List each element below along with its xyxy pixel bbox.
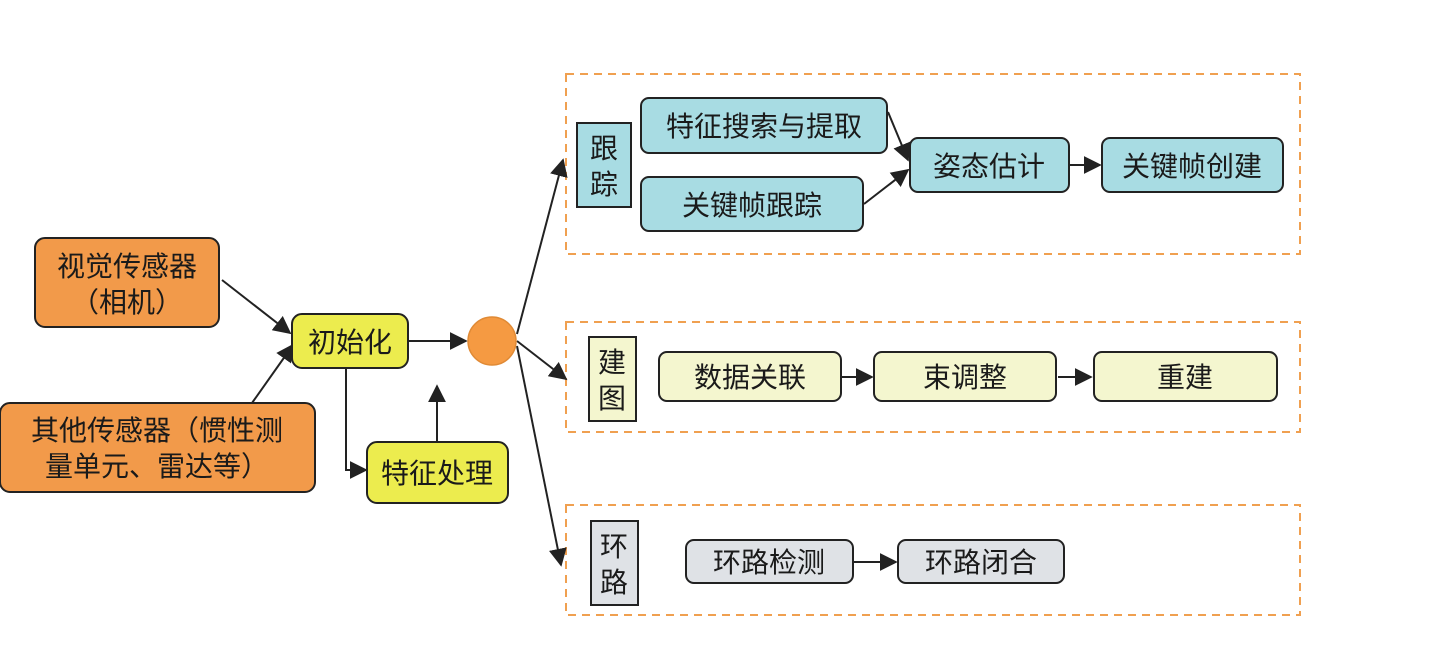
loop-detection-label: 环路检测 [713, 546, 825, 579]
visual-sensor-line1: 视觉传感器 [57, 250, 197, 283]
tracking-label-line2: 踪 [590, 168, 618, 201]
feature-search-label: 特征搜索与提取 [666, 110, 862, 143]
keyframe-creation-label: 关键帧创建 [1122, 150, 1262, 183]
init-node: 初始化 [291, 313, 409, 369]
arrow-visual-to-init [221, 279, 292, 335]
data-association-node: 数据关联 [658, 351, 842, 402]
keyframe-creation-node: 关键帧创建 [1101, 137, 1284, 193]
bundle-adjustment-label: 束调整 [923, 361, 1007, 394]
loop-label-line2: 路 [600, 566, 628, 599]
init-label: 初始化 [308, 326, 392, 359]
arrow-keyframe-tracking-to-pose [863, 168, 910, 205]
data-association-label: 数据关联 [694, 361, 806, 394]
loop-closure-label: 环路闭合 [925, 546, 1037, 579]
loop-detection-node: 环路检测 [685, 539, 854, 584]
pose-estimation-node: 姿态估计 [909, 137, 1070, 193]
reconstruction-label: 重建 [1157, 361, 1213, 394]
loop-section-border [565, 504, 1301, 616]
bundle-adjustment-node: 束调整 [873, 351, 1057, 402]
reconstruction-node: 重建 [1093, 351, 1278, 402]
connectors [221, 111, 1102, 571]
loop-section-label: 环 路 [590, 520, 639, 606]
feature-processing-label: 特征处理 [381, 457, 493, 490]
mapping-label-line2: 图 [598, 382, 626, 415]
arrow-hub-to-tracking [516, 158, 568, 335]
feature-search-node: 特征搜索与提取 [640, 97, 888, 154]
other-sensor-line1: 其他传感器（惯性测 [31, 414, 283, 447]
mapping-section-border [565, 321, 1301, 433]
arrow-hub-to-loop [516, 345, 567, 567]
visual-sensor-node: 视觉传感器 （相机） [34, 237, 220, 328]
loop-label-line1: 环 [600, 530, 628, 563]
keyframe-tracking-node: 关键帧跟踪 [640, 176, 864, 232]
arrow-other-to-init [251, 343, 295, 404]
arrow-init-to-feature [345, 368, 368, 479]
feature-processing-node: 特征处理 [366, 441, 509, 504]
arrow-hub-to-mapping [516, 340, 568, 381]
loop-closure-node: 环路闭合 [897, 539, 1065, 584]
keyframe-tracking-label: 关键帧跟踪 [682, 189, 822, 222]
visual-sensor-line2: （相机） [71, 286, 183, 319]
tracking-label-line1: 跟 [590, 132, 618, 165]
hub-node [467, 316, 517, 366]
other-sensor-line2: 量单元、雷达等） [45, 450, 269, 483]
other-sensor-node: 其他传感器（惯性测 量单元、雷达等） [0, 402, 316, 493]
mapping-section-label: 建 图 [588, 336, 637, 422]
mapping-label-line1: 建 [598, 346, 626, 379]
tracking-section-label: 跟 踪 [576, 122, 632, 208]
pose-estimation-label: 姿态估计 [933, 150, 1045, 183]
arrow-search-to-pose [887, 111, 911, 162]
